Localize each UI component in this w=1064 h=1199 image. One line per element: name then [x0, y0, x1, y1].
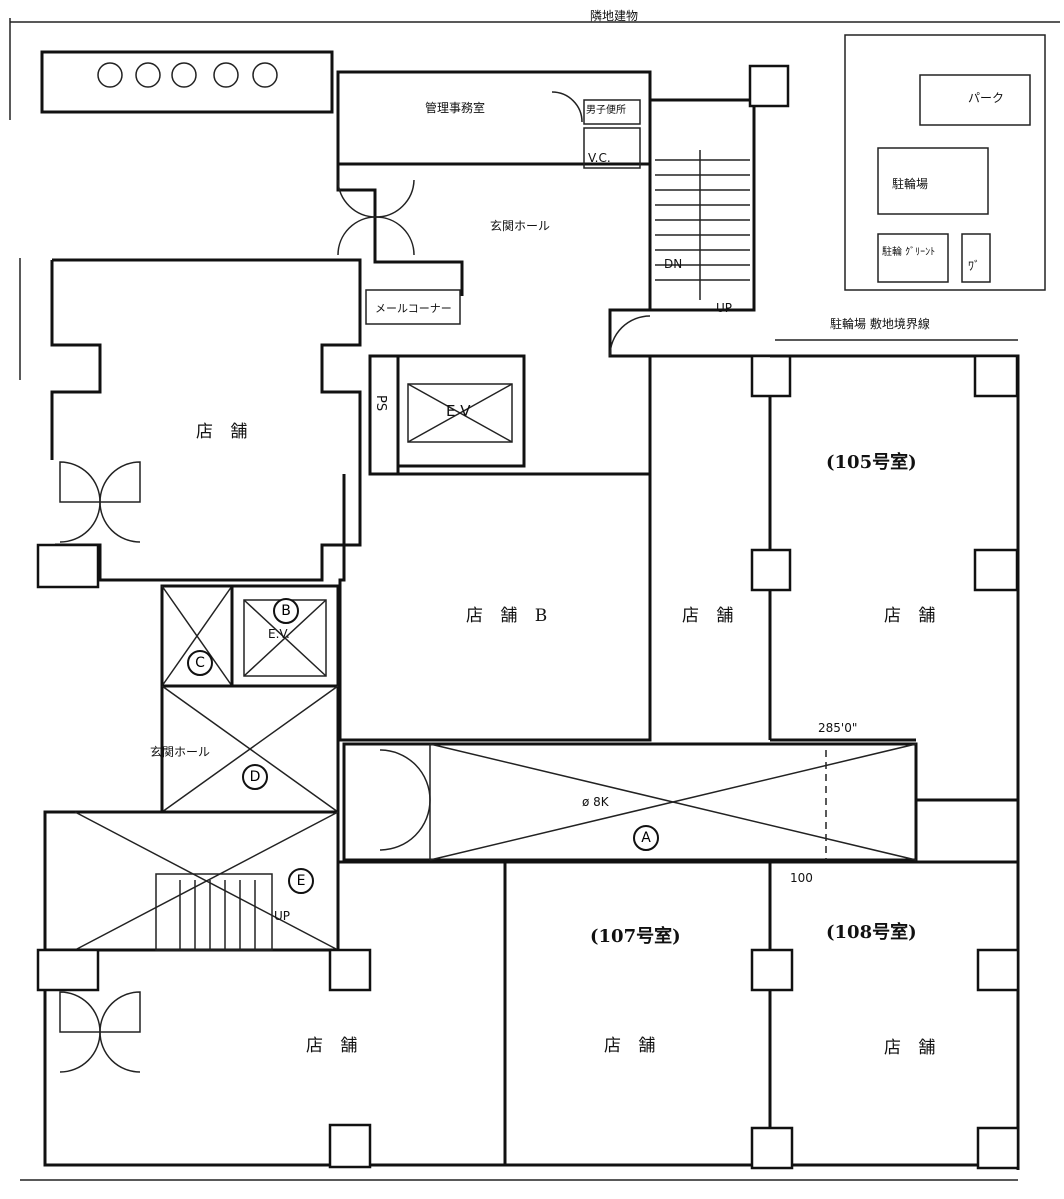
shop-left-label: 店 舗	[196, 422, 254, 442]
neighbor-building-label: 隣地建物	[590, 9, 639, 23]
room-107-number: (107号室)	[590, 926, 681, 947]
mail-corner-box	[365, 289, 461, 325]
wc-label: 男子便所	[586, 105, 626, 116]
up-small-label: UP	[274, 909, 291, 923]
planter-strip	[40, 50, 334, 114]
marker-b: B	[273, 598, 299, 624]
management-room-label: 管理事務室	[425, 101, 486, 115]
up-main-label: UP	[716, 301, 733, 315]
bike-small-label: ﾜﾞ	[968, 259, 981, 273]
marker-e: E	[288, 868, 314, 894]
entrance-hall-label: 玄関ホール	[490, 219, 551, 233]
shop-bottom-left-label: 店 舗	[306, 1036, 364, 1056]
shop-108-label: 店 舗	[884, 1038, 942, 1058]
ev-label: E V	[446, 402, 471, 420]
stair-e-treads	[179, 880, 256, 950]
boundary-label: 駐輪場 敷地境界線	[830, 317, 930, 331]
room-105-number: (105号室)	[826, 452, 917, 473]
ps-label: PS	[373, 395, 388, 412]
ps-shaft	[368, 354, 400, 476]
mail-corner-label: メールコーナー	[375, 302, 452, 315]
wc-box	[583, 99, 641, 125]
bike-note-label: 駐輪 ｸﾞﾘｰﾝﾄ	[882, 247, 936, 258]
shop-center-label: 店 舗 B	[466, 606, 554, 626]
ev-core	[396, 354, 526, 468]
marker-d: D	[242, 764, 268, 790]
dim-oblique-label: ø 8K	[582, 795, 609, 809]
dim-100-label: 100	[790, 871, 813, 885]
entrance-hall2-label: 玄関ホール	[150, 745, 211, 759]
planter-circles	[97, 62, 278, 88]
marker-c: C	[187, 650, 213, 676]
down-label: DN	[664, 257, 683, 271]
parking-label: パーク	[968, 91, 1005, 105]
shop-middle-label: 店 舗	[682, 606, 740, 626]
shop-107-label: 店 舗	[604, 1036, 662, 1056]
dim-285-label: 285'0"	[818, 721, 858, 735]
bev-label: E.V.	[268, 627, 290, 641]
shop-105-label: 店 舗	[884, 606, 942, 626]
bicycle-label: 駐輪場	[892, 177, 929, 191]
room-108-number: (108号室)	[826, 922, 917, 943]
corridor-a	[342, 742, 918, 862]
marker-a: A	[633, 825, 659, 851]
stair-treads	[655, 150, 750, 300]
stair-main	[648, 98, 756, 312]
parking-area	[844, 34, 1046, 291]
vc-box	[583, 127, 641, 169]
vc-label: V.C.	[588, 151, 611, 165]
door-swings	[59, 91, 651, 1073]
